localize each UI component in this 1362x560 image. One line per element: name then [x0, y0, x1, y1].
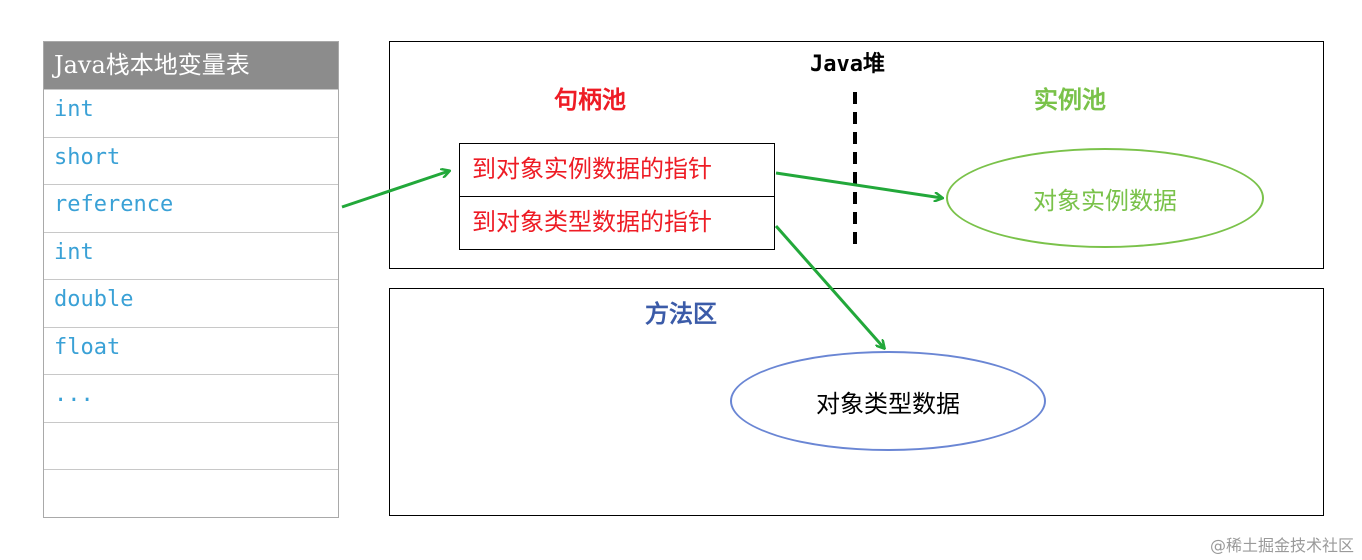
stack-row-empty-2 — [44, 469, 338, 517]
handle-pool-label: 句柄池 — [554, 86, 626, 114]
stack-row-empty-1 — [44, 421, 338, 470]
method-area-title: 方法区 — [645, 300, 717, 328]
java-heap-box — [389, 41, 1324, 269]
stack-row-ellipsis: ... — [44, 374, 338, 422]
arrow-handle-to-instance — [775, 171, 942, 198]
java-heap-title: Java堆 — [810, 52, 885, 77]
arrow-handle-to-type — [774, 225, 884, 348]
stack-row-reference: reference — [44, 184, 338, 232]
instance-pool-label: 实例池 — [1034, 86, 1106, 114]
arrow-reference-to-handle — [341, 171, 449, 209]
stack-row-short: short — [44, 136, 338, 185]
stack-local-variable-table: Java栈本地变量表 int short reference int doubl… — [43, 41, 339, 518]
stack-row-double: double — [44, 279, 338, 327]
stack-row-int: int — [44, 89, 338, 137]
handle-cell-instance-pointer: 到对象实例数据的指针 — [459, 143, 775, 197]
stack-table-header: Java栈本地变量表 — [44, 42, 338, 89]
instance-data-ellipse: 对象实例数据 — [946, 148, 1264, 248]
type-data-label: 对象类型数据 — [816, 389, 960, 418]
method-area-box — [389, 288, 1324, 516]
type-data-ellipse: 对象类型数据 — [730, 351, 1046, 451]
stack-row-int-2: int — [44, 231, 338, 280]
handle-cell-type-pointer: 到对象类型数据的指针 — [459, 196, 775, 250]
stack-row-float: float — [44, 326, 338, 375]
watermark: @稀土掘金技术社区 — [1209, 536, 1354, 555]
instance-data-label: 对象实例数据 — [1033, 186, 1177, 215]
